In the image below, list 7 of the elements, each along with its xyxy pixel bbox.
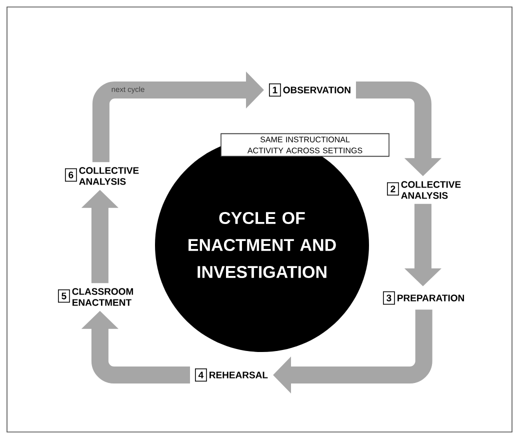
step-label: 4 REHEARSAL bbox=[194, 368, 268, 382]
step-label: 1 OBSERVATION bbox=[268, 83, 350, 97]
step-label: 5 CLASSROOM ENACTMENT bbox=[58, 288, 133, 306]
note-box: SAME INSTRUCTIONAL ACTIVITY ACROSS SETTINGS bbox=[220, 133, 390, 157]
step-label: 3 PREPARATION bbox=[382, 291, 464, 305]
step-label: 6 COLLECTIVE ANALYSIS bbox=[64, 167, 139, 185]
step-label: 2 COLLECTIVE ANALYSIS bbox=[386, 181, 461, 199]
